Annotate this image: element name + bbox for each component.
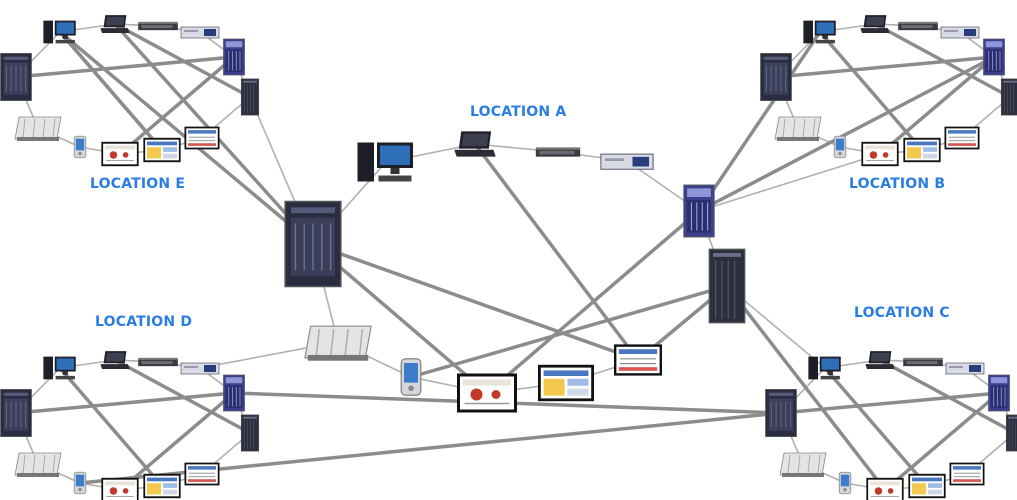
laptop-icon	[454, 131, 496, 157]
router-icon	[940, 26, 980, 39]
network-switch-icon	[903, 357, 943, 367]
desktop-computer-icon	[43, 20, 76, 44]
router-icon	[180, 362, 220, 375]
rack-server-icon	[1005, 414, 1017, 452]
storage-array-icon	[774, 116, 822, 142]
thick-link	[118, 55, 236, 156]
thick-links	[14, 22, 1017, 492]
pda-icon	[838, 471, 852, 495]
document-icon	[861, 141, 899, 167]
storage-array-icon	[14, 116, 62, 142]
document-icon	[101, 141, 139, 167]
blade-server-icon	[683, 184, 715, 238]
rack-server-icon	[708, 248, 746, 324]
desktop-computer-icon	[803, 20, 836, 44]
thick-link	[823, 366, 929, 488]
dashboard-icon	[143, 137, 181, 163]
thick-link	[697, 30, 822, 213]
thick-link	[697, 55, 996, 213]
thick-link	[485, 209, 701, 395]
device-nodes	[0, 15, 1017, 500]
thick-link	[818, 30, 924, 152]
storage-array-icon	[14, 452, 62, 478]
dashboard-icon	[908, 473, 946, 499]
storage-array-icon	[304, 325, 372, 362]
pda-icon	[833, 135, 847, 159]
location-d-label: LOCATION D	[95, 314, 193, 330]
location-a-label: LOCATION A	[470, 104, 567, 120]
dashboard-icon	[538, 364, 594, 402]
thick-link	[409, 284, 729, 379]
thick-link	[883, 391, 1001, 492]
rack-server-icon	[1000, 78, 1017, 116]
network-switch-icon	[138, 21, 178, 31]
report-icon	[944, 126, 980, 150]
rack-server-icon	[240, 78, 260, 116]
pda-icon	[73, 471, 87, 495]
tower-server-icon	[284, 200, 342, 288]
thick-link	[311, 242, 489, 395]
report-icon	[184, 462, 220, 486]
network-switch-icon	[898, 21, 938, 31]
thick-link	[311, 242, 640, 362]
tower-server-icon	[0, 52, 32, 102]
thick-link	[779, 391, 1001, 415]
desktop-computer-icon	[357, 142, 413, 182]
router-icon	[600, 153, 654, 171]
network-switch-icon	[138, 357, 178, 367]
tower-server-icon	[765, 388, 797, 438]
blade-server-icon	[988, 374, 1010, 412]
blade-server-icon	[223, 38, 245, 76]
location-b-label: LOCATION B	[849, 176, 946, 192]
thick-link	[774, 55, 996, 79]
dashboard-icon	[143, 473, 181, 499]
thick-link	[118, 391, 236, 492]
thick-link	[473, 142, 640, 362]
thick-link	[14, 391, 236, 415]
desktop-computer-icon	[43, 356, 76, 380]
router-icon	[180, 26, 220, 39]
report-icon	[949, 462, 985, 486]
location-e-label: LOCATION E	[90, 176, 186, 192]
thick-link	[14, 55, 236, 79]
storage-array-icon	[779, 452, 827, 478]
desktop-computer-icon	[808, 356, 841, 380]
report-icon	[184, 126, 220, 150]
pda-icon	[73, 135, 87, 159]
thin-link	[698, 153, 881, 212]
thick-link	[725, 284, 887, 492]
blade-server-icon	[983, 38, 1005, 76]
blade-server-icon	[223, 374, 245, 412]
document-icon	[457, 373, 517, 413]
pda-icon	[400, 358, 422, 396]
thick-link	[58, 366, 164, 488]
report-icon	[614, 344, 662, 376]
thick-link	[58, 30, 164, 152]
document-icon	[866, 477, 904, 500]
router-icon	[945, 362, 985, 375]
location-c-label: LOCATION C	[854, 305, 950, 321]
tower-server-icon	[0, 388, 32, 438]
rack-server-icon	[240, 414, 260, 452]
dashboard-icon	[903, 137, 941, 163]
thick-link	[878, 55, 996, 156]
document-icon	[101, 477, 139, 500]
thin-links	[15, 23, 1016, 491]
tower-server-icon	[760, 52, 792, 102]
network-switch-icon	[535, 147, 581, 157]
